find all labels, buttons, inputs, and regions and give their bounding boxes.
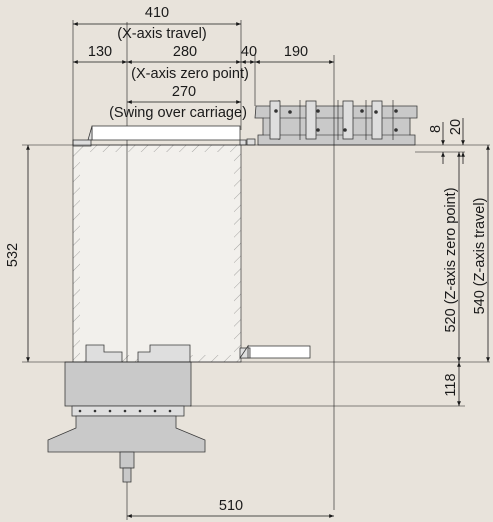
dimension-lines	[22, 20, 490, 518]
dim-190: 190	[284, 44, 308, 60]
work-area	[72, 22, 242, 520]
x-axis-zero-label: (X-axis zero point)	[131, 66, 249, 82]
dim-532: 532	[5, 243, 21, 267]
dim-130: 130	[88, 44, 112, 60]
swing-over-carriage-label: (Swing over carriage)	[109, 105, 247, 121]
tool-turret	[239, 100, 418, 146]
dim-8: 8	[428, 125, 444, 133]
dim-40: 40	[241, 44, 257, 60]
dim-118: 118	[443, 373, 459, 396]
dim-510: 510	[219, 498, 243, 514]
tool-lower-right	[239, 344, 311, 359]
z-axis-travel-label: 540 (Z-axis travel)	[472, 198, 488, 315]
spindle-chuck	[47, 361, 206, 483]
chuck-jaws	[85, 344, 191, 363]
tool-upper-left	[72, 125, 241, 147]
dim-410: 410	[145, 5, 169, 21]
dim-270: 270	[172, 84, 196, 100]
dim-280: 280	[173, 44, 197, 60]
z-axis-zero-label: 520 (Z-axis zero point)	[443, 187, 459, 332]
x-axis-travel-label: (X-axis travel)	[117, 26, 206, 42]
dim-20: 20	[448, 119, 464, 135]
